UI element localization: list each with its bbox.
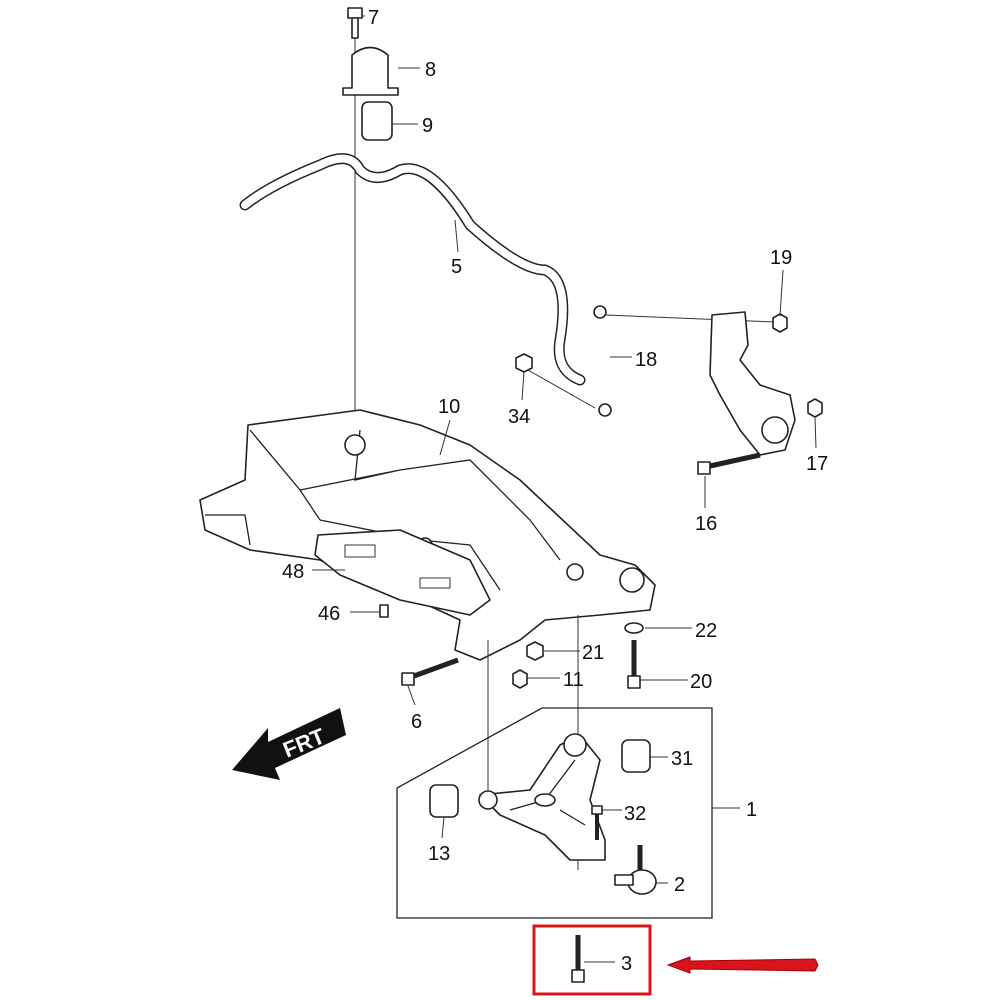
highlight-arrow [666,956,819,974]
bushing-31 [621,739,651,773]
bolt-7 [347,7,363,39]
callout-3: 3 [621,953,632,975]
nut-34 [515,353,533,373]
callout-1: 1 [746,799,757,821]
callout-31: 31 [671,748,693,770]
callout-11: 11 [563,669,584,691]
callout-19: 19 [770,247,792,269]
callout-16: 16 [695,513,717,535]
bushing-13 [429,784,459,818]
callout-34: 34 [508,406,530,428]
bushing-9 [361,101,393,141]
front-direction-arrow: FRT [232,708,346,780]
leader-lines [312,15,817,963]
callout-17: 17 [806,453,828,475]
bolt-16 [697,452,761,475]
callout-5: 5 [451,256,462,278]
nut-19 [772,313,788,333]
subframe-10 [199,409,656,661]
callout-6: 6 [411,711,422,733]
callout-7: 7 [368,7,379,29]
callout-22: 22 [695,620,717,642]
nut-11 [512,669,528,689]
highlight-box-part-3 [532,924,652,996]
bracket-8 [342,46,399,96]
bolt-20 [627,640,641,689]
callout-10: 10 [438,396,460,418]
bolt-6 [401,657,459,686]
callout-46: 46 [318,603,340,625]
callout-32: 32 [624,803,646,825]
callout-21: 21 [582,642,604,664]
callout-8: 8 [425,59,436,81]
screw-46 [379,604,389,618]
callout-18: 18 [635,349,657,371]
callout-13: 13 [428,843,450,865]
nut-17 [807,398,823,418]
washer-22 [624,622,644,634]
callout-20: 20 [690,671,712,693]
callout-2: 2 [674,874,685,896]
callout-9: 9 [422,115,433,137]
nut-21 [526,641,544,661]
callout-48: 48 [282,561,304,583]
splash-shield-48 [314,529,491,616]
bolt-3 [571,935,585,983]
ball-joint-2 [614,845,657,895]
control-arm-assembly-frame [396,707,713,919]
